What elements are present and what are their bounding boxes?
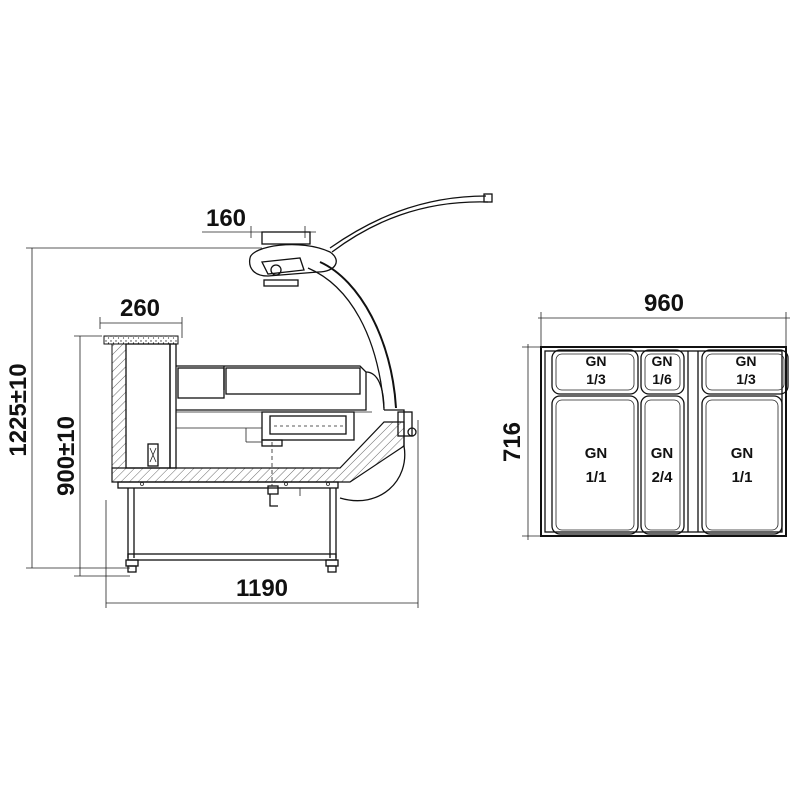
gn-container-1-3-right: GN 1/3: [701, 349, 789, 395]
dimension-total-width: 1190: [105, 420, 419, 608]
dimension-label-160: 160: [206, 205, 246, 232]
dimension-lamp-width: 160: [202, 205, 316, 238]
dimension-label-1225: 1225±10: [5, 363, 32, 456]
dimension-label-260: 260: [120, 295, 160, 322]
dimension-label-1190: 1190: [236, 575, 288, 602]
dimension-label-716: 716: [499, 422, 526, 462]
dimension-shelf-width: 260: [99, 295, 183, 338]
gn-container-1-1-right: GN 1/1: [701, 395, 783, 535]
svg-text:1/1: 1/1: [586, 469, 607, 486]
gn-container-1-3-left: GN 1/3: [551, 349, 639, 395]
granite-top-shelf: [103, 335, 179, 345]
svg-text:1/3: 1/3: [586, 371, 606, 387]
svg-text:GN: GN: [586, 353, 607, 369]
display-cabinet: [176, 365, 385, 447]
top-view: 960 716 GN 1/3 GN 1/6 GN 1/: [499, 290, 790, 540]
dimension-counter-height: 900±10: [53, 335, 130, 577]
gn-container-1-6: GN 1/6: [640, 349, 685, 395]
dimension-total-height: 1225±10: [5, 247, 262, 569]
gn-container-1-1-left: GN 1/1: [551, 395, 639, 535]
svg-text:2/4: 2/4: [652, 469, 674, 486]
lamp-assembly: [248, 193, 493, 409]
dimension-top-width: 960: [538, 290, 790, 348]
gn-container-2-4: GN 2/4: [640, 395, 685, 535]
dimension-top-depth: 716: [499, 344, 550, 540]
svg-text:GN: GN: [585, 445, 608, 462]
svg-text:GN: GN: [652, 353, 673, 369]
svg-text:1/6: 1/6: [652, 371, 672, 387]
svg-text:1/1: 1/1: [732, 469, 753, 486]
side-view: 160 260 1225±10 900±10 1190: [5, 193, 493, 608]
rear-panel: [111, 343, 177, 469]
base-frame: [117, 481, 339, 573]
dimension-label-960: 960: [644, 290, 684, 317]
dimension-label-900: 900±10: [53, 416, 80, 496]
svg-text:GN: GN: [651, 445, 674, 462]
svg-text:1/3: 1/3: [736, 371, 756, 387]
svg-text:GN: GN: [731, 445, 754, 462]
svg-text:GN: GN: [736, 353, 757, 369]
container-frame: [540, 346, 787, 537]
